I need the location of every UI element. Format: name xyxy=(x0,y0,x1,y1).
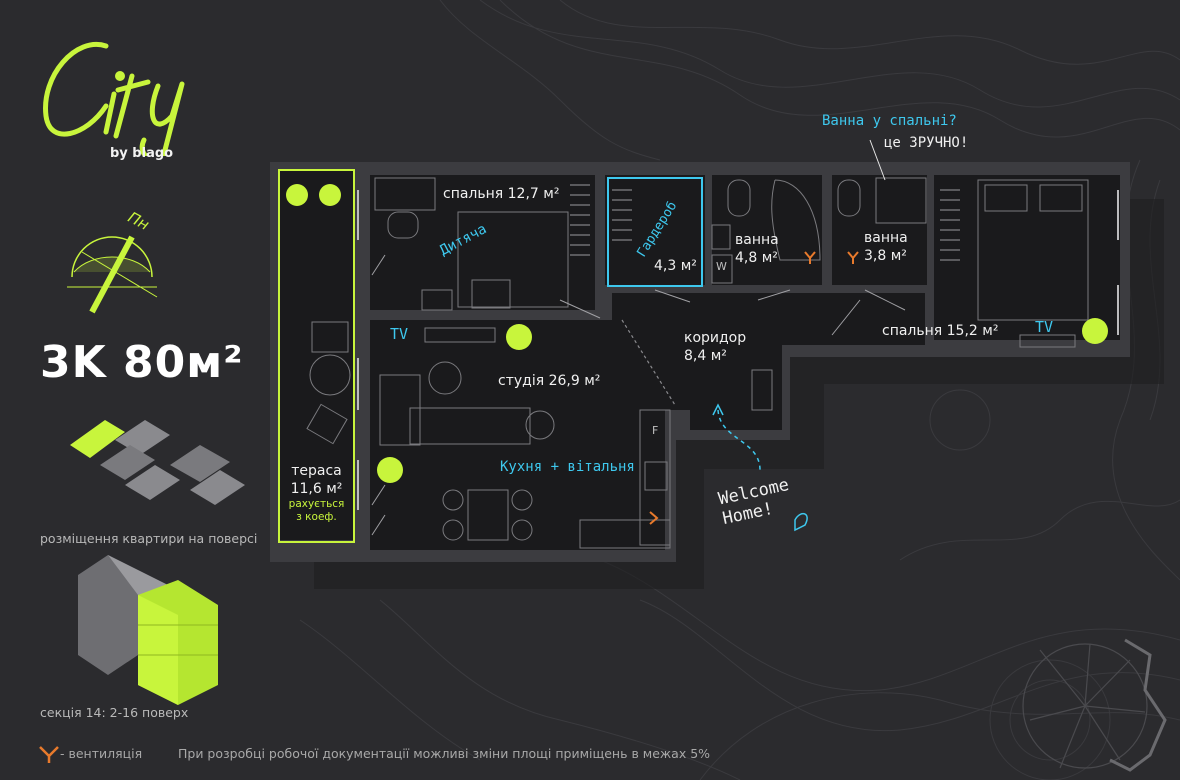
bath1-area: 4,8 м² xyxy=(735,249,778,266)
corridor-name: коридор xyxy=(684,330,747,346)
apartment-title: 3K 80м² xyxy=(40,337,244,388)
bath1-label: ванна 4,8 м² xyxy=(735,232,779,267)
bath1-name: ванна xyxy=(735,232,779,248)
studio-label: студія 26,9 м² xyxy=(498,373,601,389)
corridor-label: коридор 8,4 м² xyxy=(684,330,746,365)
fridge-label: F xyxy=(652,424,659,437)
corridor-area: 8,4 м² xyxy=(684,347,727,364)
tv-right-label: TV xyxy=(1035,318,1054,336)
bath2-name: ванна xyxy=(864,230,908,246)
city-logo xyxy=(43,42,185,156)
brand-byline: by blago xyxy=(110,146,174,161)
vent-icon xyxy=(39,746,59,763)
section-caption: секція 14: 2-16 поверх xyxy=(40,705,189,720)
studio-tag: Кухня + вітальня xyxy=(500,459,635,475)
tv-left-label: TV xyxy=(390,325,409,343)
vent-legend: - вентиляція xyxy=(60,746,143,761)
terrace-name: тераса xyxy=(291,463,342,479)
terrace-label: тераса 11,6 м² рахується з коеф. xyxy=(279,463,354,524)
bath2-label: ванна 3,8 м² xyxy=(864,230,908,265)
bedroom-master-label: спальня 15,2 м² xyxy=(882,323,999,339)
bath-answer-note: це ЗРУЧНО! xyxy=(884,135,969,151)
plant-icon xyxy=(286,184,1108,483)
bath-question-note: Ванна у спальні? xyxy=(822,113,957,129)
floor-position-caption: розміщення квартири на поверсі xyxy=(40,531,258,546)
bath2-area: 3,8 м² xyxy=(864,247,907,264)
terrace-note-line2: з коеф. xyxy=(296,511,337,524)
terrace-area: 11,6 м² xyxy=(290,480,343,497)
disclaimer-text: При розробці робочої документації можлив… xyxy=(178,746,711,761)
terrace-note-line1: рахується xyxy=(288,498,345,510)
bedroom-kids-label: спальня 12,7 м² xyxy=(443,186,560,202)
compass-icon xyxy=(67,235,158,314)
section-thumbnail xyxy=(78,555,218,705)
wardrobe-area: 4,3 м² xyxy=(654,258,697,274)
washer-label: W xyxy=(716,260,727,273)
floor-position-thumbnail xyxy=(70,420,245,505)
